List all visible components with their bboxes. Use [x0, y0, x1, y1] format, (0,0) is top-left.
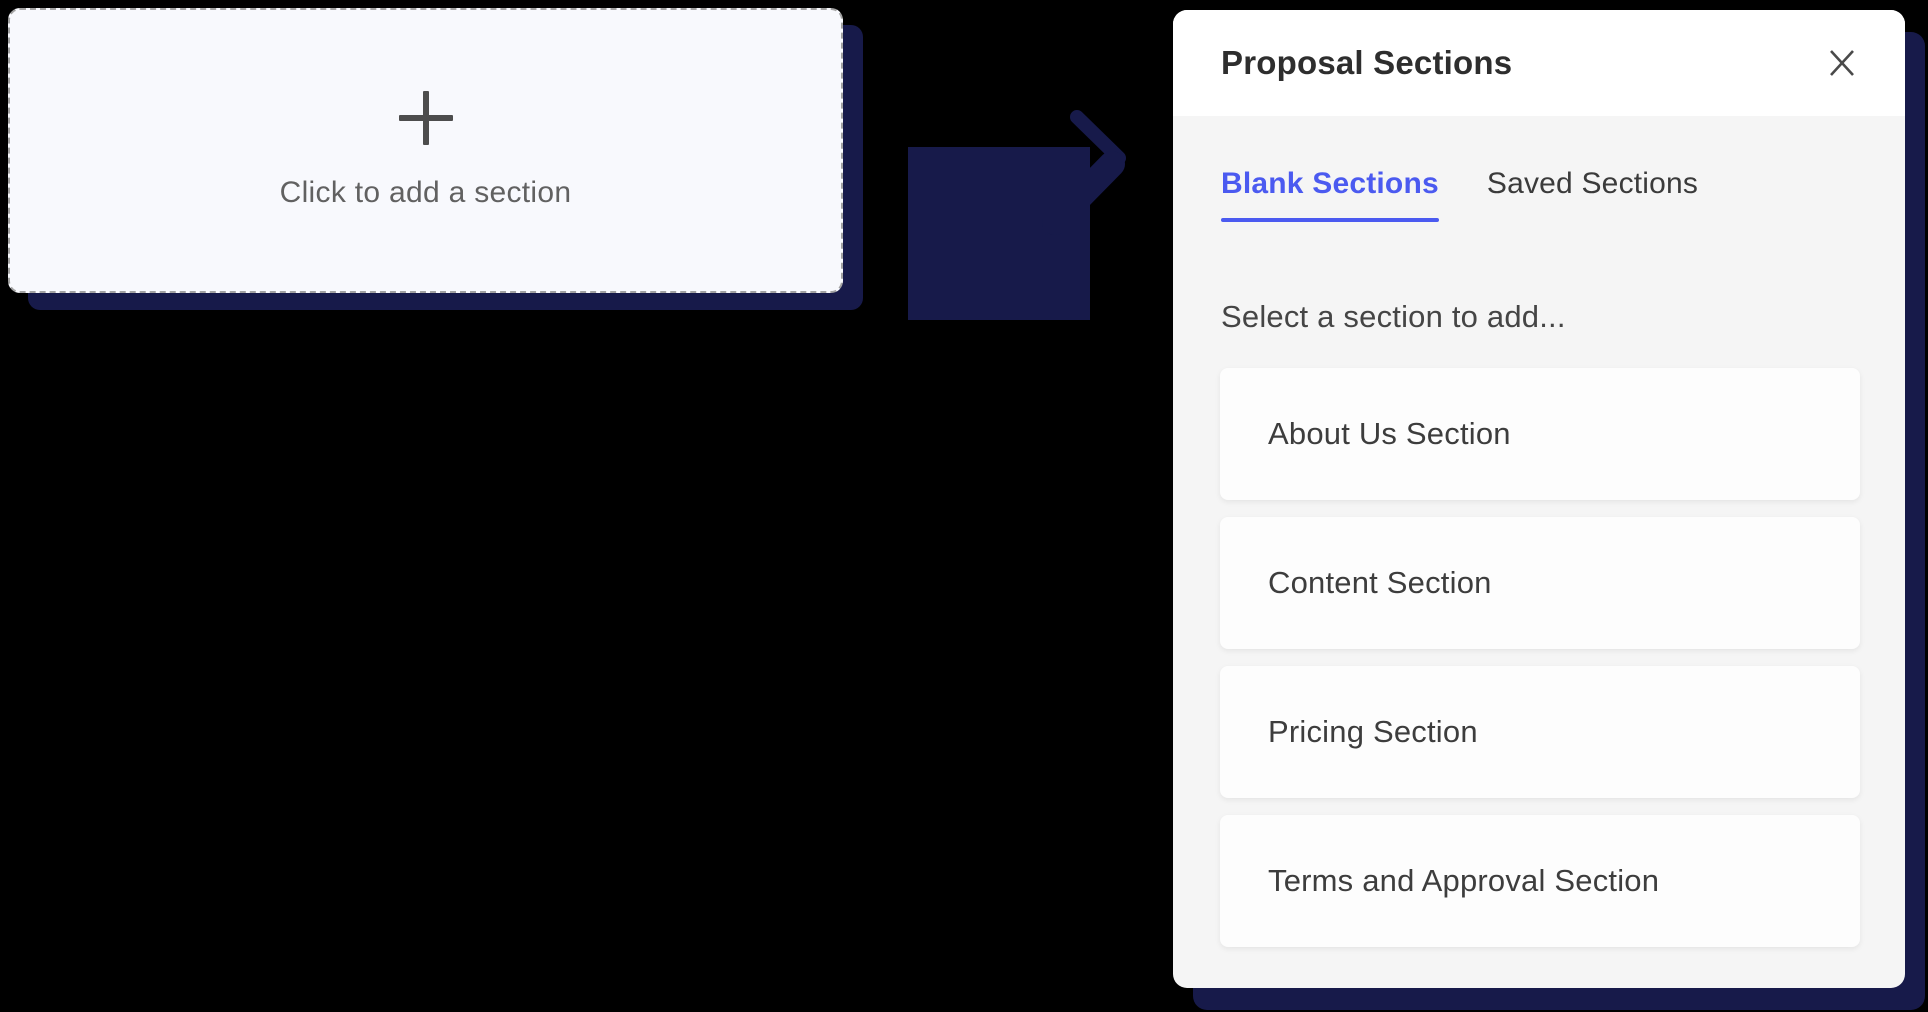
section-list: About Us Section Content Section Pricing… [1173, 368, 1905, 947]
section-option-label: Content Section [1268, 565, 1492, 600]
section-option-pricing[interactable]: Pricing Section [1220, 666, 1860, 798]
arrow-right-icon [908, 110, 1126, 320]
close-button[interactable] [1827, 48, 1857, 78]
close-icon [1830, 50, 1854, 76]
select-section-prompt: Select a section to add... [1221, 299, 1566, 334]
tab-blank-sections[interactable]: Blank Sections [1221, 166, 1439, 222]
panel-body: Blank Sections Saved Sections Select a s… [1173, 166, 1905, 947]
plus-icon [398, 90, 453, 145]
tab-saved-sections[interactable]: Saved Sections [1487, 166, 1698, 222]
section-option-content[interactable]: Content Section [1220, 517, 1860, 649]
section-option-terms-approval[interactable]: Terms and Approval Section [1220, 815, 1860, 947]
section-option-label: Terms and Approval Section [1268, 863, 1660, 898]
section-option-label: About Us Section [1268, 416, 1511, 451]
tab-blank-sections-label: Blank Sections [1221, 167, 1439, 200]
tab-saved-sections-label: Saved Sections [1486, 167, 1699, 200]
add-section-label: Click to add a section [279, 175, 572, 209]
panel-header: Proposal Sections [1173, 10, 1905, 116]
section-option-about-us[interactable]: About Us Section [1220, 368, 1860, 500]
tab-bar: Blank Sections Saved Sections [1173, 166, 1905, 222]
proposal-sections-panel: Proposal Sections Blank Sections Saved S… [1173, 10, 1905, 988]
section-option-label: Pricing Section [1268, 714, 1478, 749]
active-tab-underline [1221, 218, 1439, 222]
add-section-placeholder[interactable]: Click to add a section [8, 8, 843, 293]
panel-title: Proposal Sections [1221, 44, 1513, 81]
